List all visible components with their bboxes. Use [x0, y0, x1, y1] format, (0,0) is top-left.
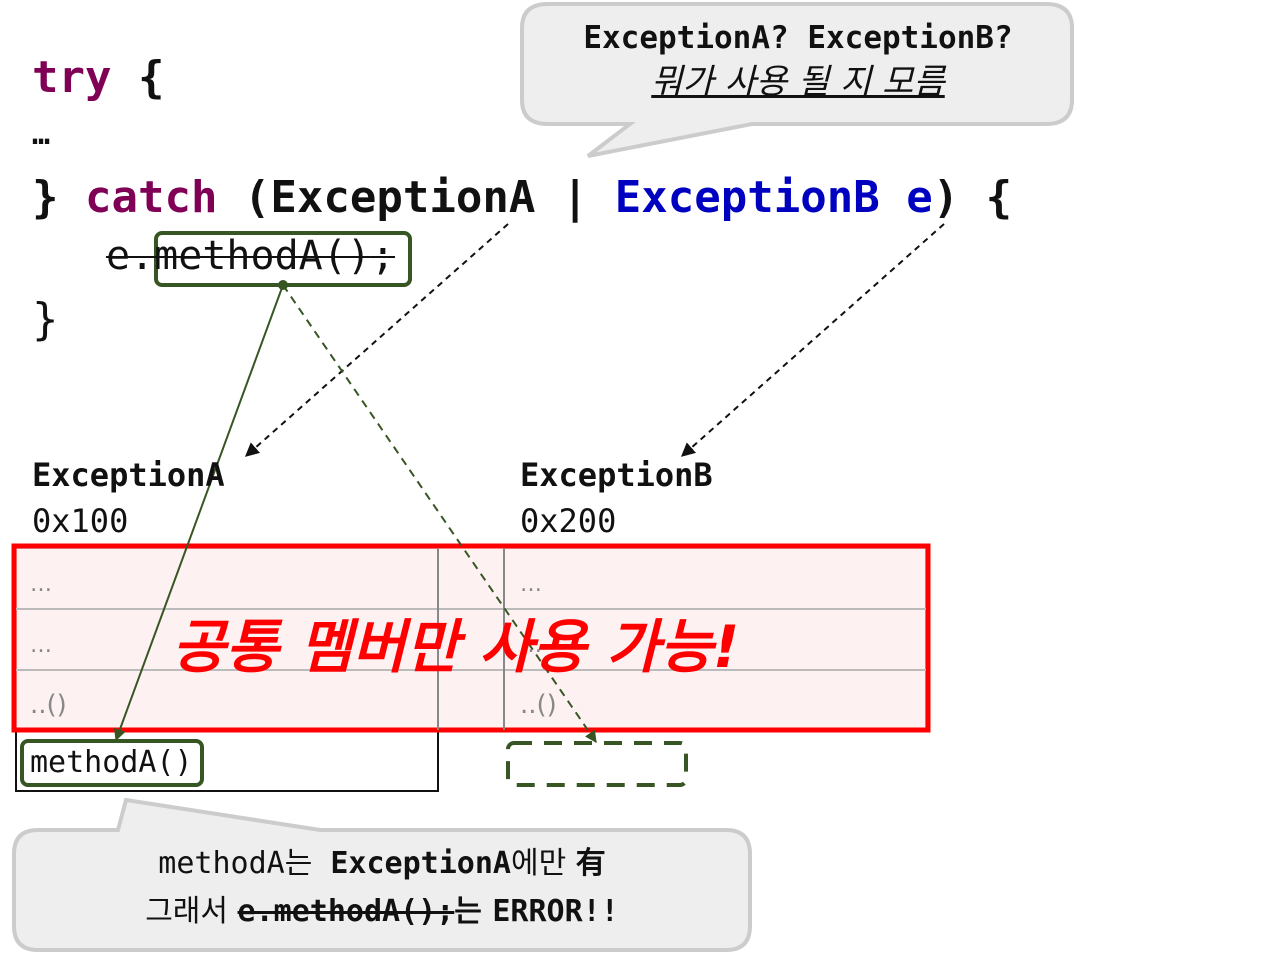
- code-call-line: e.methodA();: [106, 236, 395, 276]
- bottom-line2-c: 는: [454, 894, 493, 929]
- catch-type-a: (ExceptionA: [217, 172, 562, 223]
- bottom-line1-b: ExceptionA: [330, 846, 511, 881]
- exception-a-row-1: …: [30, 572, 52, 597]
- bottom-line1-c: 에만: [510, 846, 576, 881]
- catch-close: ) {: [932, 172, 1013, 223]
- common-members-banner: 공통 멤버만 사용 가능!: [172, 613, 740, 681]
- try-brace: {: [111, 52, 165, 103]
- top-callout-line1: ExceptionA? ExceptionB?: [583, 20, 1013, 56]
- bottom-line1-d: 有: [575, 846, 606, 881]
- bottom-line2-b: e.methodA();: [237, 894, 455, 929]
- call-method: methodA(): [154, 233, 371, 279]
- exception-a-method: methodA(): [30, 745, 193, 780]
- table-method-highlight: [20, 739, 204, 787]
- exception-a-address: 0x100: [32, 502, 129, 540]
- try-keyword: try: [32, 52, 112, 103]
- exception-a-row-3: ..(): [30, 690, 67, 720]
- common-members-highlight: [11, 543, 931, 733]
- exception-b-row-2: …: [520, 633, 542, 658]
- catch-open-brace: }: [32, 172, 85, 223]
- top-callout-bubble: [520, 2, 1074, 158]
- bottom-callout-line1: methodA는 ExceptionA에만 有: [16, 846, 748, 882]
- exception-a-row-2: …: [30, 633, 52, 658]
- bottom-line2-a: 그래서: [145, 894, 238, 929]
- call-suffix: ;: [370, 233, 396, 279]
- arrow-type-b: [680, 223, 945, 457]
- multi-catch-pipe: |: [561, 172, 589, 223]
- exception-a-name: ExceptionA: [32, 456, 225, 494]
- code-catch-line: } catch (ExceptionA | ExceptionB e) {: [32, 176, 1012, 220]
- bottom-line2-d: ERROR!!: [492, 894, 619, 929]
- exception-b-row-3: ..(): [520, 690, 557, 720]
- missing-method-placeholder: [506, 741, 688, 787]
- bottom-callout-bubble: [12, 797, 752, 952]
- code-try-line: try {: [32, 56, 164, 100]
- call-prefix: e.: [106, 233, 155, 279]
- arrow-method-a: [114, 284, 284, 742]
- catch-keyword: catch: [84, 172, 218, 223]
- bottom-line1-a: methodA는: [158, 846, 331, 881]
- exception-b-name: ExceptionB: [520, 456, 713, 494]
- exception-b-row-1: …: [520, 572, 542, 597]
- exception-b-address: 0x200: [520, 502, 617, 540]
- top-callout-line2: 뭐가 사용 될 지 모름: [651, 62, 945, 102]
- arrow-type-a: [244, 223, 509, 457]
- code-close-brace: }: [32, 294, 59, 345]
- bottom-callout-line2: 그래서 e.methodA();는 ERROR!!: [16, 894, 748, 930]
- code-ellipsis: …: [32, 117, 51, 152]
- catch-type-b: ExceptionB e: [588, 172, 933, 223]
